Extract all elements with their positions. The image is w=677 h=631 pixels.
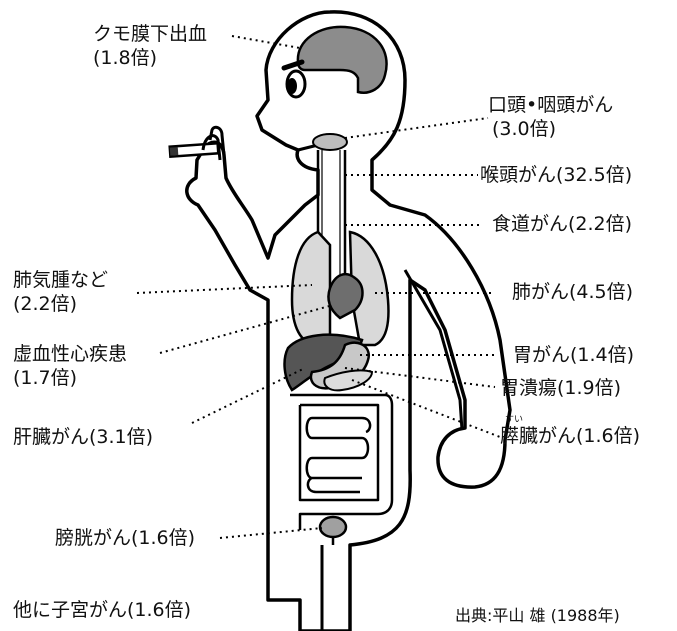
label-gastric-ulcer: 胃潰瘍(1.9倍) [500, 376, 621, 400]
label-pancreas: 膵臓がん(1.6倍) [500, 424, 640, 448]
label-larynx: 喉頭がん(32.5倍) [480, 163, 632, 187]
label-subarachnoid: クモ膜下出血 (1.8倍) [93, 22, 207, 70]
label-bladder: 膀胱がん(1.6倍) [55, 526, 195, 550]
label-uterus: 他に子宮がん(1.6倍) [13, 598, 191, 622]
cigarette-icon [170, 143, 219, 156]
source-citation: 出典:平山 雄 (1988年) [455, 602, 620, 626]
label-liver: 肝臓がん(3.1倍) [13, 425, 153, 449]
label-lung: 肺がん(4.5倍) [512, 280, 633, 304]
label-esophagus: 食道がん(2.2倍) [492, 212, 632, 236]
oral-cavity [313, 134, 347, 150]
label-ischemic-heart: 虚血性心疾患 (1.7倍) [13, 342, 127, 390]
label-oral-pharynx: 口頭•咽頭がん (3.0倍) [488, 93, 613, 141]
label-emphysema: 肺気腫など (2.2倍) [13, 268, 108, 316]
label-stomach: 胃がん(1.4倍) [513, 343, 634, 367]
bladder [320, 517, 346, 537]
body-outline [187, 12, 510, 631]
